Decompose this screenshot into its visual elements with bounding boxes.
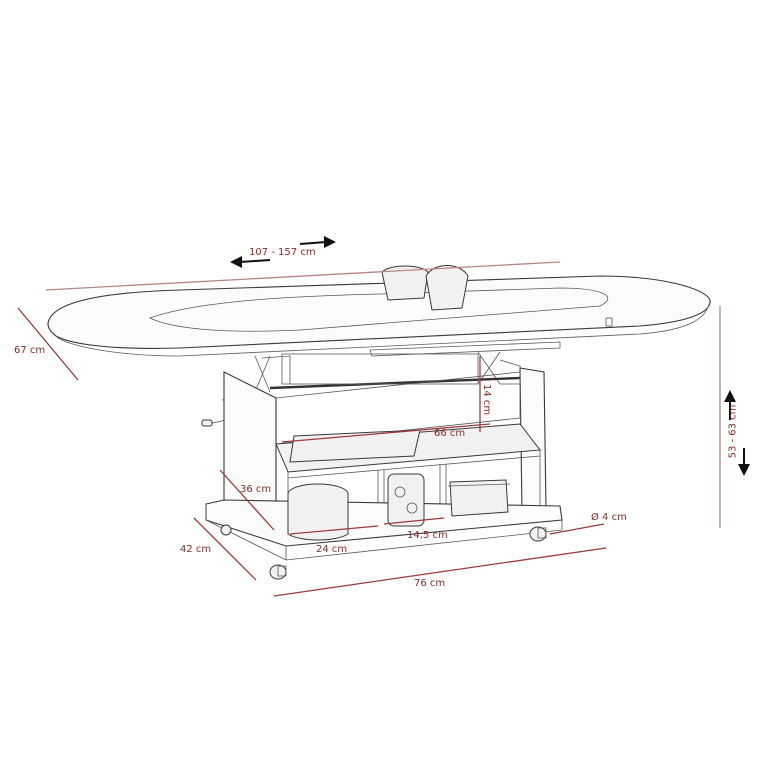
label-compartment-small: 14,5 cm bbox=[407, 530, 448, 541]
label-inner-width: 66 cm bbox=[434, 428, 466, 439]
label-base-width: 76 cm bbox=[414, 578, 446, 589]
lidded-box bbox=[449, 479, 509, 517]
casters bbox=[220, 524, 547, 580]
flower-canister bbox=[387, 473, 425, 527]
dimension-lines bbox=[17, 261, 721, 597]
label-height-adjustable: 53 - 63 cm bbox=[727, 404, 739, 459]
table-body bbox=[205, 367, 563, 561]
label-base-depth: 42 cm bbox=[180, 544, 212, 555]
caster-back-left bbox=[220, 524, 232, 536]
props bbox=[287, 265, 511, 541]
label-depth-top: 67 cm bbox=[14, 345, 46, 356]
extension-arrows bbox=[230, 236, 336, 268]
height-arrows bbox=[724, 390, 750, 476]
label-length-extendable: 107 - 157 cm bbox=[249, 247, 316, 258]
label-caster-diameter: Ø 4 cm bbox=[591, 512, 627, 523]
label-lift-clearance: 14 cm bbox=[481, 384, 492, 416]
caster-front-left bbox=[269, 564, 287, 580]
label-compartment-large: 24 cm bbox=[316, 544, 348, 555]
wicker-basket bbox=[381, 265, 429, 301]
lift-mechanism bbox=[254, 351, 523, 393]
wicker-basket-2 bbox=[425, 265, 469, 311]
label-shelf-height: 36 cm bbox=[240, 484, 272, 495]
hatbox bbox=[287, 494, 349, 541]
caster-front-right bbox=[529, 526, 547, 542]
tabletop bbox=[47, 275, 711, 357]
